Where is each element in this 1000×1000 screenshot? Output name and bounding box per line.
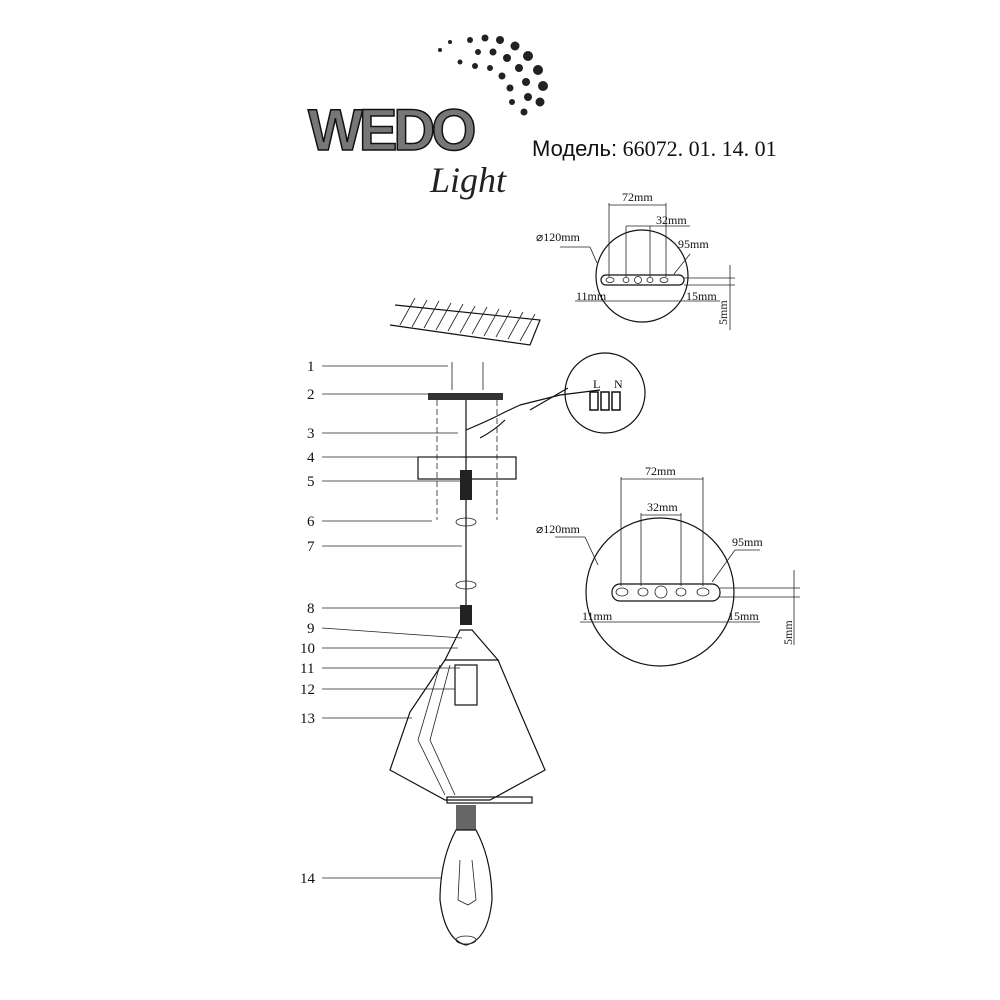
- part-callouts: 1 2 3 4 5 6 7 8 9 10 11 12 13 14: [300, 359, 463, 887]
- callout-13: 13: [300, 711, 412, 727]
- callout-4: 4: [307, 450, 460, 466]
- lamp-assembly: [389, 362, 601, 946]
- model-value: 66072. 01. 14. 01: [622, 136, 777, 161]
- logo-text: WEDO: [308, 98, 474, 163]
- svg-text:6: 6: [307, 514, 315, 530]
- svg-text:L: L: [593, 377, 600, 391]
- mounting-bracket-detail-small: 72mm 32mm ⌀120mm 95mm 11mm 15mm 5mm: [536, 190, 735, 330]
- svg-text:9: 9: [307, 621, 315, 637]
- callout-9: 9: [307, 621, 463, 639]
- callout-6: 6: [307, 514, 432, 530]
- logo-script: Light: [429, 160, 507, 200]
- svg-text:13: 13: [300, 711, 315, 727]
- svg-text:15mm: 15mm: [686, 289, 717, 303]
- svg-text:⌀120mm: ⌀120mm: [536, 230, 581, 244]
- svg-text:8: 8: [307, 601, 315, 617]
- model-number: Модель: 66072. 01. 14. 01: [532, 136, 777, 162]
- model-label: Модель:: [532, 136, 618, 161]
- svg-text:12: 12: [300, 682, 315, 698]
- svg-text:4: 4: [307, 450, 315, 466]
- svg-text:95mm: 95mm: [732, 535, 763, 549]
- svg-text:10: 10: [300, 641, 315, 657]
- svg-text:15mm: 15mm: [728, 609, 759, 623]
- svg-text:2: 2: [307, 387, 315, 403]
- svg-text:5mm: 5mm: [781, 620, 795, 645]
- svg-text:72mm: 72mm: [622, 190, 653, 204]
- svg-text:5: 5: [307, 474, 315, 490]
- terminal-block-detail: L N: [529, 352, 646, 434]
- svg-text:11mm: 11mm: [582, 609, 613, 623]
- svg-text:32mm: 32mm: [647, 500, 678, 514]
- ceiling: [389, 297, 541, 346]
- svg-text:7: 7: [307, 539, 315, 555]
- callout-10: 10: [300, 641, 458, 657]
- callout-12: 12: [300, 682, 455, 698]
- callout-3: 3: [307, 426, 458, 442]
- callout-2: 2: [307, 387, 430, 403]
- svg-text:⌀120mm: ⌀120mm: [536, 522, 581, 536]
- brand-logo: WEDO Light: [307, 34, 548, 200]
- callout-7: 7: [307, 539, 462, 555]
- svg-text:14: 14: [300, 871, 316, 887]
- svg-text:5mm: 5mm: [716, 300, 730, 325]
- svg-text:3: 3: [307, 426, 315, 442]
- svg-text:95mm: 95mm: [678, 237, 709, 251]
- svg-text:11: 11: [300, 661, 314, 677]
- callout-1: 1: [307, 359, 448, 375]
- svg-text:32mm: 32mm: [656, 213, 687, 227]
- callout-14: 14: [300, 871, 442, 887]
- svg-text:72mm: 72mm: [645, 464, 676, 478]
- svg-text:1: 1: [307, 359, 315, 375]
- callout-8: 8: [307, 601, 460, 617]
- callout-11: 11: [300, 661, 460, 677]
- mounting-bracket-detail-large: 72mm 32mm ⌀120mm 95mm 11mm 15mm 5mm: [536, 464, 800, 667]
- svg-text:N: N: [614, 377, 623, 391]
- svg-text:11mm: 11mm: [576, 289, 607, 303]
- callout-5: 5: [307, 474, 460, 490]
